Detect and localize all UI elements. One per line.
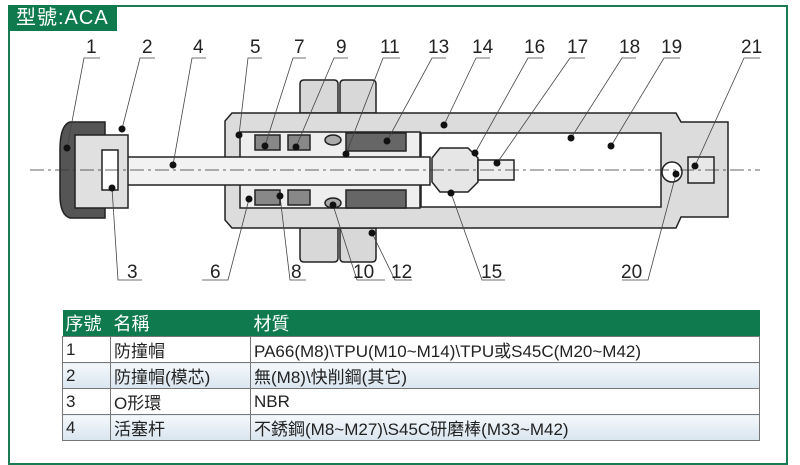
callout-label: 13 xyxy=(428,37,449,58)
table-row: 4 活塞杆 不銹鋼(M8~M27)\S45C研磨棒(M33~M42) xyxy=(62,414,760,441)
callout-label: 7 xyxy=(294,37,305,58)
bushing xyxy=(345,189,407,209)
piston-rod xyxy=(89,156,431,186)
cell-number: 1 xyxy=(62,336,111,363)
leader-dots xyxy=(63,121,699,237)
callout-label: 12 xyxy=(391,262,412,283)
callout-label: 16 xyxy=(524,37,545,58)
callout-label: 5 xyxy=(250,37,261,58)
callout-label: 15 xyxy=(481,262,502,283)
table-header-row: 序號 名稱 材質 xyxy=(62,310,760,337)
callout-label: 21 xyxy=(741,37,762,58)
callout-label: 8 xyxy=(291,262,302,283)
callout-label: 17 xyxy=(567,37,588,58)
bushing xyxy=(345,132,407,152)
leader-lines xyxy=(66,57,760,281)
callout-label: 9 xyxy=(336,37,347,58)
cell-number: 2 xyxy=(62,362,111,389)
callout-label: 4 xyxy=(193,37,204,58)
callout-label: 3 xyxy=(127,262,138,283)
cell-name: 防撞帽(模芯) xyxy=(110,362,251,389)
table-row: 2 防撞帽(模芯) 無(M8)\快削鋼(其它) xyxy=(62,362,760,389)
o-ring xyxy=(324,134,342,146)
callout-label: 2 xyxy=(142,37,153,58)
callout-label: 6 xyxy=(210,262,221,283)
callout-label: 18 xyxy=(619,37,640,58)
cell-material: PA66(M8)\TPU(M10~M14)\TPU或S45C(M20~M42) xyxy=(250,336,760,363)
header-name: 名稱 xyxy=(110,310,251,337)
cell-material: 無(M8)\快削鋼(其它) xyxy=(250,362,760,389)
cell-material: 不銹鋼(M8~M27)\S45C研磨棒(M33~M42) xyxy=(250,414,760,441)
table-row: 1 防撞帽 PA66(M8)\TPU(M10~M14)\TPU或S45C(M20… xyxy=(62,336,760,363)
nut-bottom-2 xyxy=(339,227,377,263)
model-title: 型號:ACA xyxy=(8,5,117,31)
header-number: 序號 xyxy=(62,310,111,337)
cell-material: NBR xyxy=(250,388,760,415)
nut-top-1 xyxy=(299,79,339,114)
cell-name: 防撞帽 xyxy=(110,336,251,363)
callout-label: 19 xyxy=(661,37,682,58)
cell-number: 3 xyxy=(62,388,111,415)
seal xyxy=(254,189,281,206)
callout-label: 20 xyxy=(621,262,642,283)
header-material: 材質 xyxy=(250,310,760,337)
materials-table: 序號 名稱 材質 1 防撞帽 PA66(M8)\TPU(M10~M14)\TPU… xyxy=(62,310,760,441)
nut-top-2 xyxy=(339,79,377,114)
cell-name: 活塞杆 xyxy=(110,414,251,441)
steel-ball xyxy=(661,161,683,183)
seal xyxy=(287,189,311,206)
callout-label: 10 xyxy=(353,262,374,283)
nut-bottom-1 xyxy=(299,227,339,263)
cross-section-diagram: 1 2 4 5 7 9 11 13 14 16 17 18 19 21 3 6 … xyxy=(30,37,762,283)
cell-name: O形環 xyxy=(110,388,251,415)
table-row: 3 O形環 NBR xyxy=(62,388,760,415)
seal xyxy=(254,134,281,151)
callout-label: 14 xyxy=(472,37,494,58)
callout-label: 11 xyxy=(380,37,400,58)
callout-label: 1 xyxy=(86,37,97,58)
cell-number: 4 xyxy=(62,414,111,441)
